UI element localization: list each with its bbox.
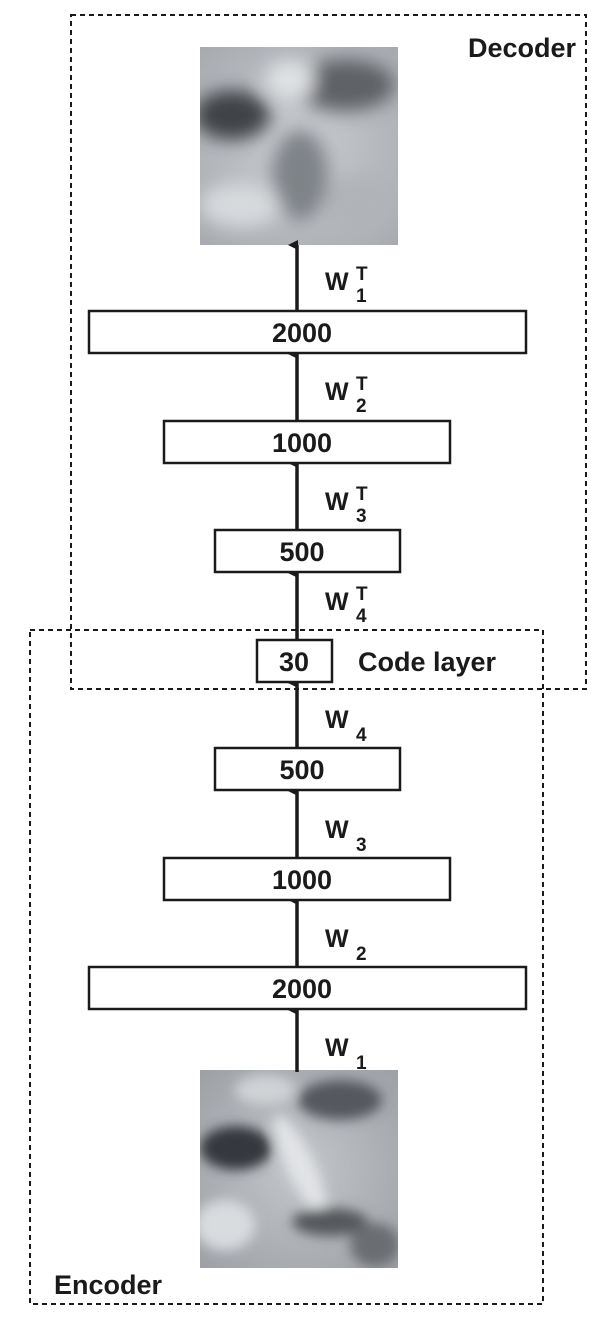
weight-subscript: 3 [356,506,367,527]
weight-base: W [325,925,349,953]
decoder-weight-w1t: W T 1 [325,264,368,307]
encoder-weight-w3: W 3 [325,816,367,856]
weight-superscript: T [356,584,368,605]
weight-base: W [325,1034,349,1062]
weight-subscript: 1 [356,1053,367,1074]
layer-size-label: 2000 [272,318,332,348]
layer-size-label: 1000 [272,865,332,895]
weight-base: W [325,816,349,844]
reconstructed-face-image [200,47,398,245]
encoder-layer-500: 500 [213,746,402,792]
weight-base: W [325,706,349,734]
encoder-region [29,629,544,1305]
weight-superscript: T [356,374,368,395]
decoder-weight-w3t: W T 3 [325,484,368,527]
weight-superscript: T [356,264,368,285]
layer-size-label: 1000 [272,428,332,458]
decoder-layer-1000: 1000 [162,419,452,465]
decoder-weight-w2t: W T 2 [325,374,368,417]
weight-base: W [325,488,349,516]
input-face-image [200,1070,398,1268]
weight-subscript: 2 [356,396,367,417]
weight-subscript: 3 [356,835,367,856]
weight-superscript: T [356,484,368,505]
encoder-layer-2000: 2000 [87,965,528,1011]
weight-subscript: 4 [356,606,367,627]
code-layer: 30 Code layer [255,638,497,684]
encoder-weight-w4: W 4 [325,706,367,746]
decoder-layer-2000: 2000 [87,309,528,355]
decoder-region-label: Decoder [468,33,577,63]
weight-subscript: 2 [356,944,367,965]
encoder-weight-w2: W 2 [325,925,367,965]
weight-base: W [325,588,349,616]
weight-subscript: 1 [356,286,367,307]
layer-size-label: 2000 [272,974,332,1004]
decoder-layer-500: 500 [213,528,402,574]
layer-size-label: 500 [279,755,324,785]
encoder-weight-w1: W 1 [325,1034,367,1074]
decoder-weight-w4t: W T 4 [325,584,368,627]
encoder-region-label: Encoder [54,1270,163,1300]
layer-size-label: 500 [279,537,324,567]
encoder-layer-1000: 1000 [162,856,452,902]
code-layer-label: Code layer [358,647,497,677]
code-layer-size: 30 [279,647,309,677]
weight-base: W [325,378,349,406]
weight-subscript: 4 [356,725,367,746]
weight-base: W [325,268,349,296]
